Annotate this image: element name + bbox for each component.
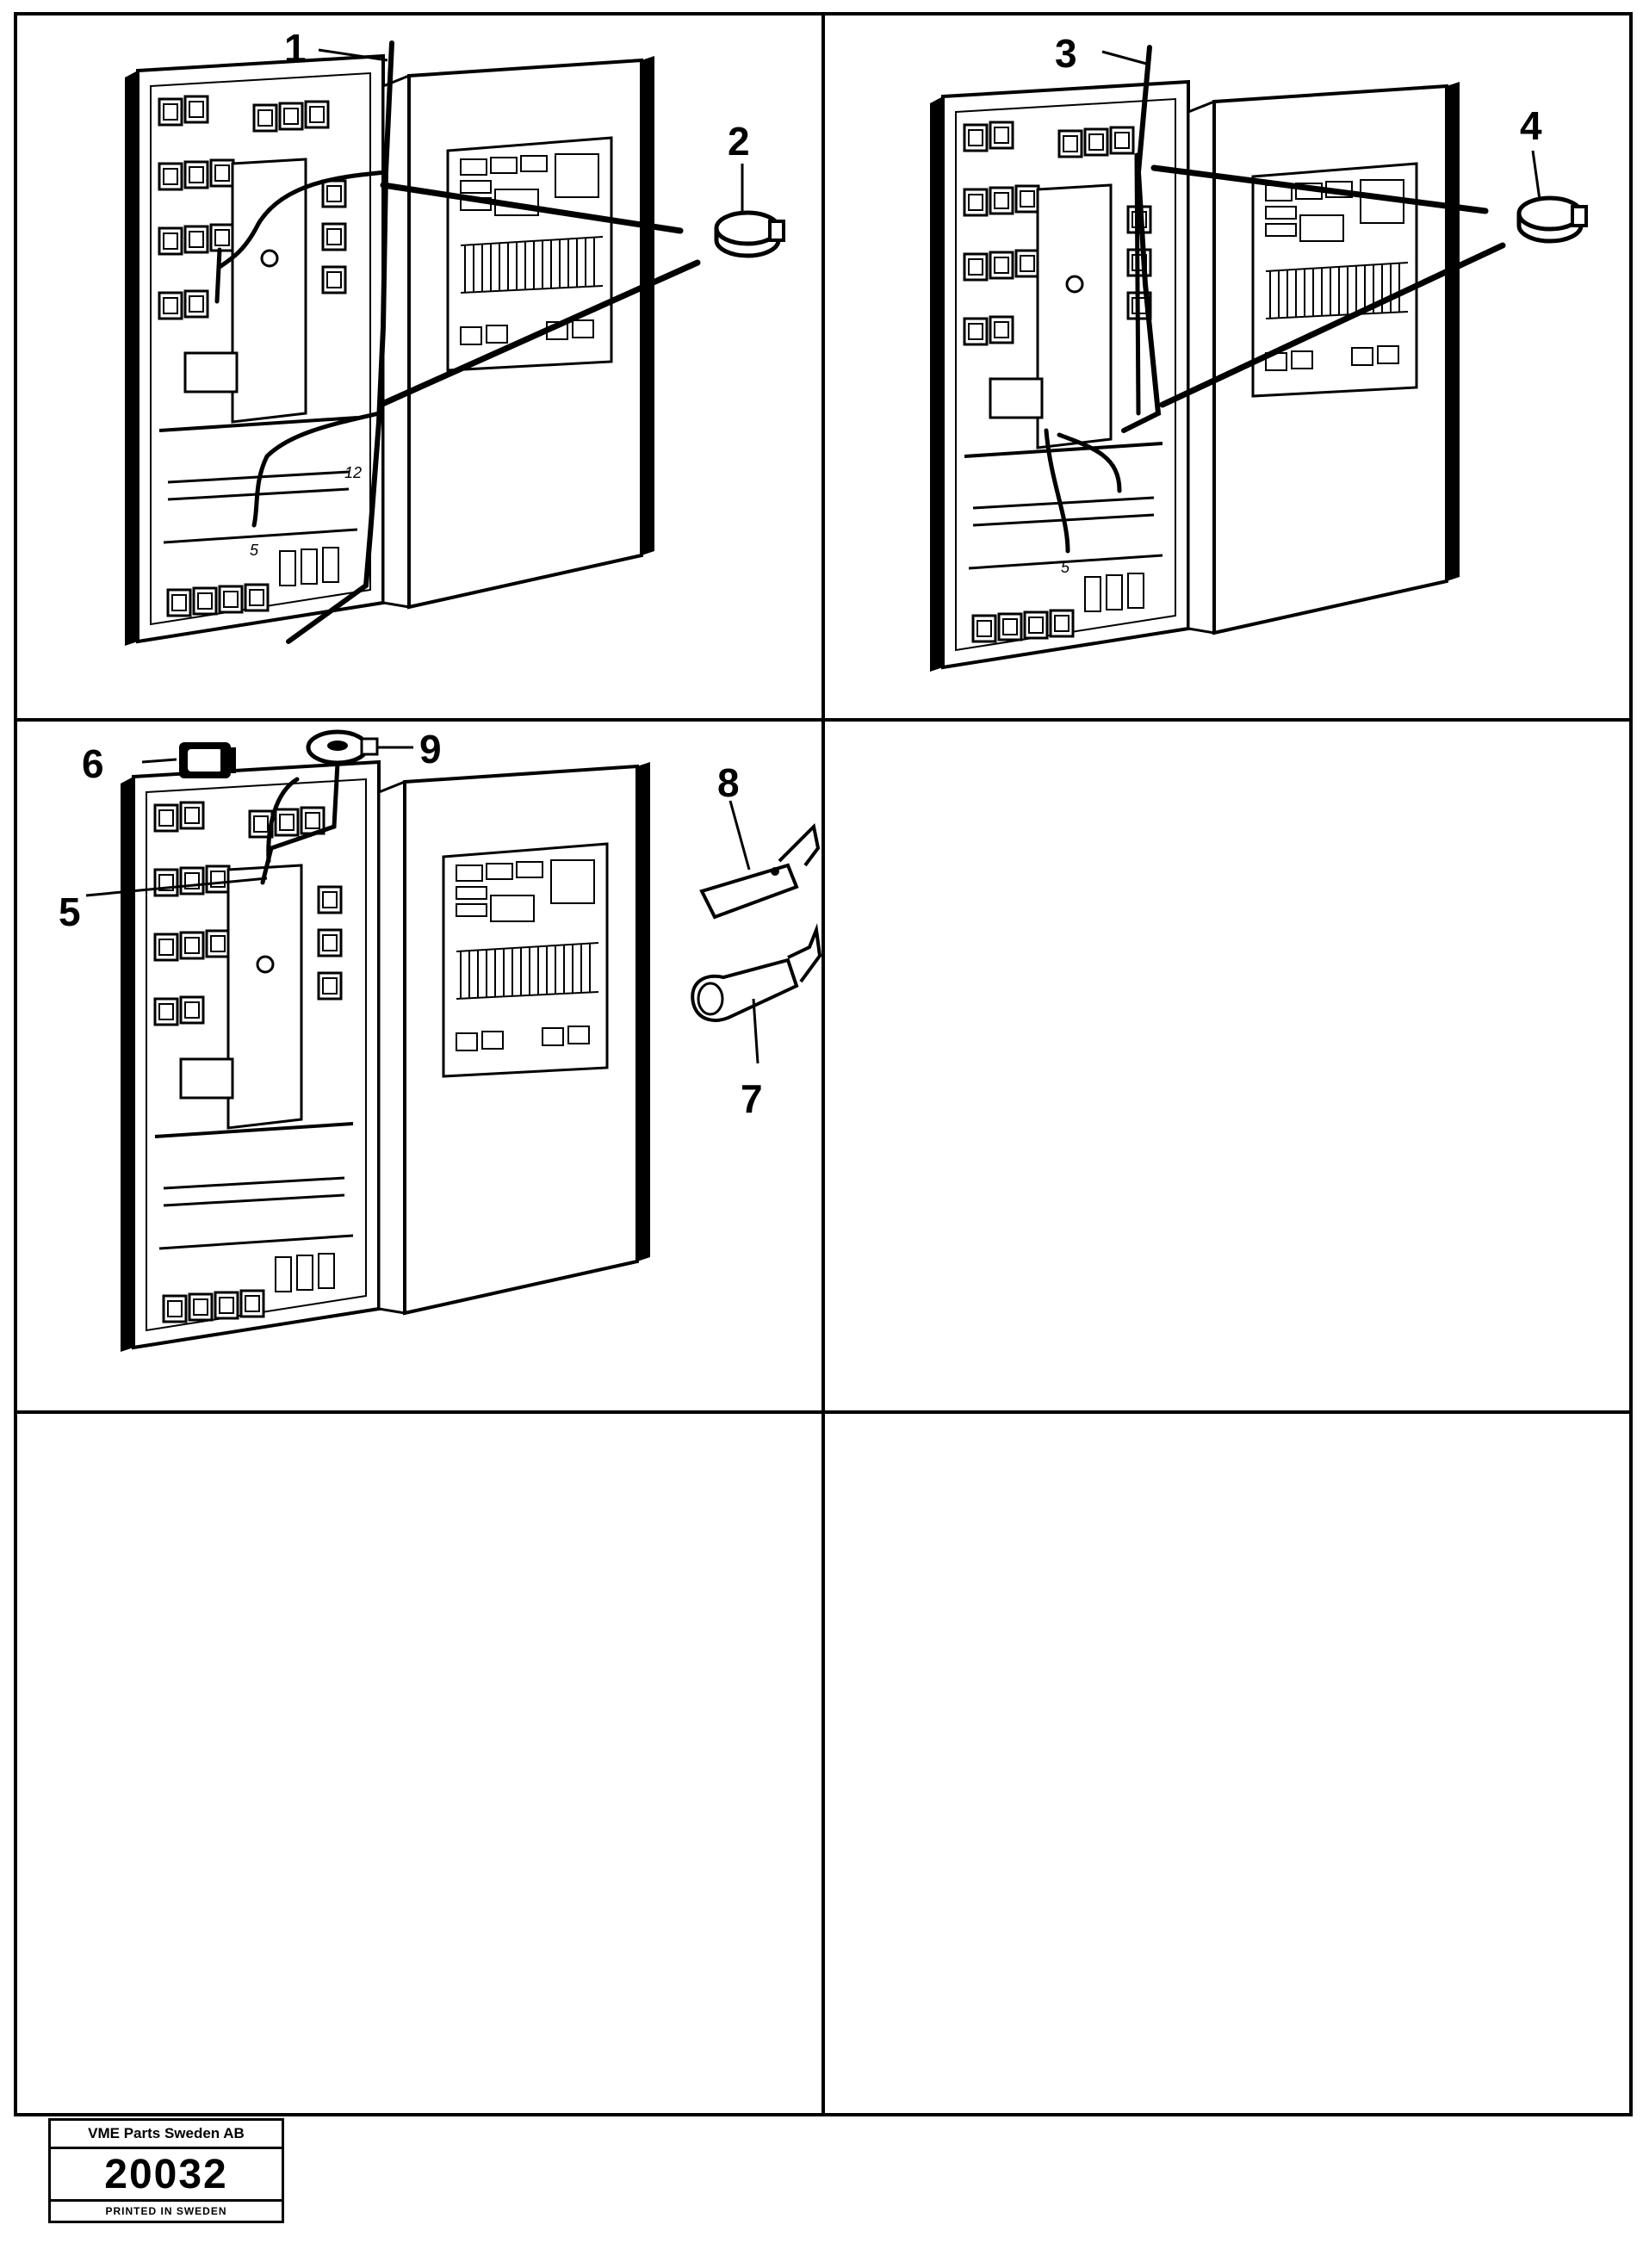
stamp-printed-in: PRINTED IN SWEDEN (51, 2199, 282, 2221)
harness-5 (260, 760, 340, 885)
callout-3: 3 (1055, 31, 1077, 76)
stamp-company: VME Parts Sweden AB (51, 2121, 282, 2149)
callout-5: 5 (59, 889, 81, 934)
panel-1: 12 5 1 2 (125, 26, 784, 646)
panel-grid (14, 12, 1633, 2116)
connector-6 (179, 742, 236, 778)
panel-2-mark-a: 5 (1061, 559, 1070, 576)
callout-9: 9 (419, 727, 442, 771)
panel-2: 5 3 4 (930, 31, 1586, 672)
cabinet-3 (121, 762, 650, 1352)
grommet-9 (306, 729, 379, 765)
drawing-stamp: VME Parts Sweden AB 20032 PRINTED IN SWE… (48, 2118, 284, 2223)
panel-1-mark-a: 12 (344, 464, 362, 481)
wiring-harness-1 (214, 40, 701, 644)
callout-6: 6 (82, 741, 104, 786)
wiring-harness-2 (1044, 45, 1506, 554)
panel-1-mark-b: 5 (250, 542, 259, 559)
callout-2: 2 (728, 119, 750, 164)
stamp-drawing-number: 20032 (104, 2152, 228, 2197)
callout-8: 8 (717, 760, 740, 805)
callout-7: 7 (741, 1076, 763, 1121)
callout-4: 4 (1520, 103, 1542, 148)
terminal-8 (699, 822, 821, 920)
panel-3: 6 9 5 8 7 (59, 727, 822, 1352)
terminal-7 (691, 923, 822, 1022)
callout-1: 1 (284, 26, 307, 71)
